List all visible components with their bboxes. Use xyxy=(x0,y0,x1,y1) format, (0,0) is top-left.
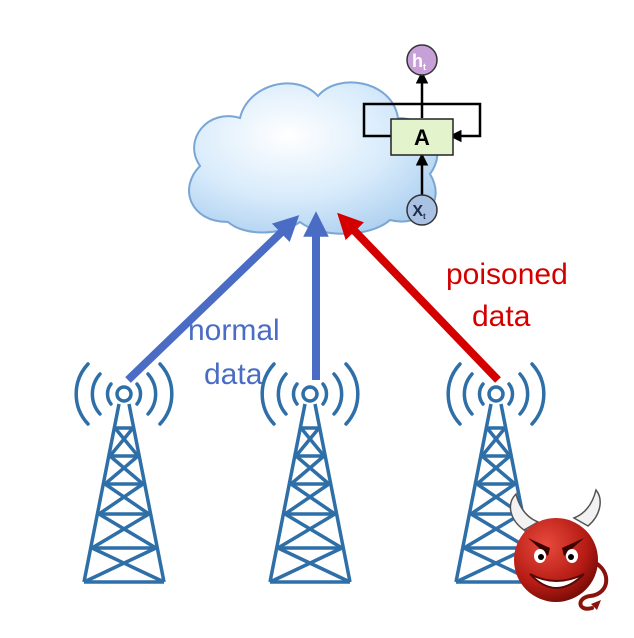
cell-tower-icon xyxy=(260,362,360,584)
rnn-output-node xyxy=(406,44,438,76)
rnn-input-node xyxy=(406,194,438,226)
rnn-cell: A ht Xt xyxy=(362,44,482,226)
data-arrows xyxy=(125,211,501,383)
devil-icon xyxy=(509,488,609,611)
normal-data-label-line1: normal xyxy=(188,314,280,347)
rnn-cell-label: A xyxy=(414,125,430,150)
normal-arrow-left xyxy=(125,215,300,383)
poisoned-data-label-line1: poisoned xyxy=(446,258,568,291)
cell-tower-icon xyxy=(74,362,174,584)
cloud-icon xyxy=(188,81,439,235)
normal-data-label-line2: data xyxy=(204,358,263,391)
rnn-cell-box xyxy=(390,118,454,156)
poisoned-data-label-line2: data xyxy=(472,300,531,333)
rnn-output-label: ht xyxy=(412,51,426,72)
poisoned-arrow xyxy=(337,212,501,383)
rnn-input-label: Xt xyxy=(412,203,426,221)
